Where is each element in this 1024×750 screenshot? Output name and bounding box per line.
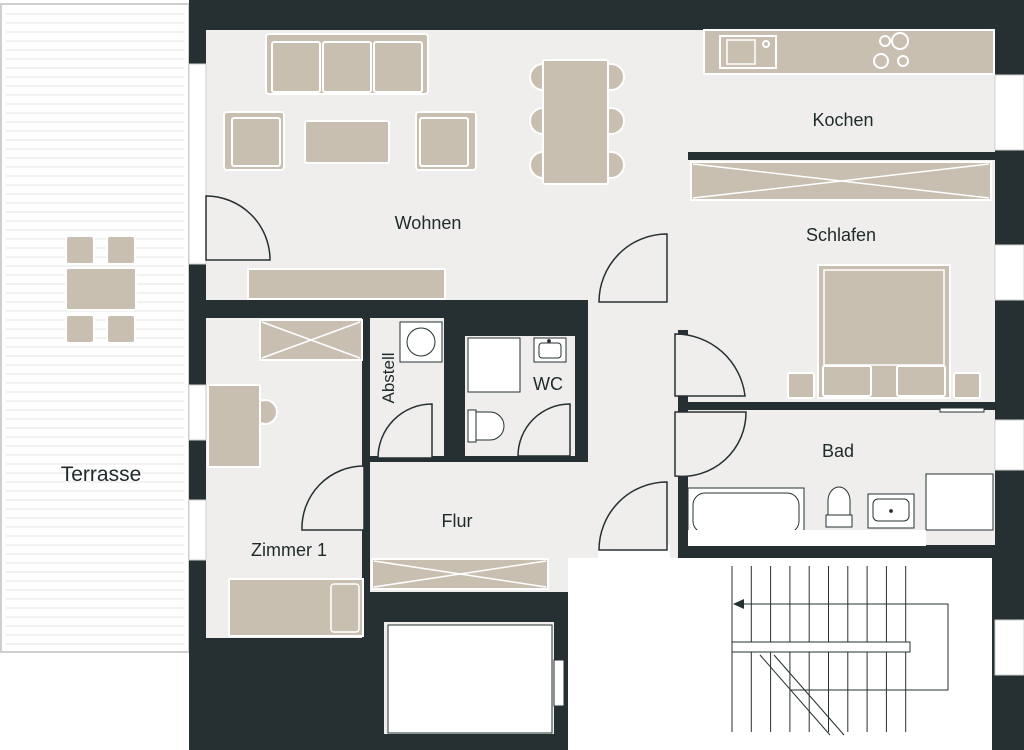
kitchen-counter-icon [703, 29, 995, 75]
room-labels: Terrasse Wohnen Kochen Schlafen WC Bad F… [61, 110, 876, 560]
label-wohnen: Wohnen [395, 213, 462, 233]
toilet-bad-icon [825, 486, 853, 528]
bed-icon [787, 264, 981, 399]
dining-table-icon [529, 59, 625, 185]
label-wc: WC [533, 374, 563, 394]
wc-cabinet-icon [467, 337, 521, 393]
bad-counter-icon [688, 530, 926, 546]
doors [205, 195, 747, 551]
bad-cabinet-icon [925, 473, 994, 531]
label-abstell: Abstell [379, 352, 398, 403]
furniture [207, 29, 995, 637]
toilet-icon [467, 409, 505, 443]
sideboard-icon [247, 268, 446, 300]
label-terrasse: Terrasse [61, 463, 142, 486]
label-kochen: Kochen [812, 110, 873, 130]
single-bed-icon [228, 578, 364, 637]
sofa-icon [265, 33, 429, 95]
terrace [0, 3, 190, 653]
desk-icon [207, 384, 278, 468]
storage-lower-icon [387, 624, 565, 734]
sink-icon [533, 337, 567, 363]
label-schlafen: Schlafen [806, 225, 876, 245]
washing-machine-icon [399, 321, 443, 363]
wardrobe-zimmer1-icon [259, 319, 363, 361]
windows [188, 63, 1024, 676]
sanitary [387, 321, 994, 734]
sink-bad-icon [867, 493, 915, 529]
label-bad: Bad [822, 441, 854, 461]
armchair-icon [223, 111, 477, 171]
label-zimmer1: Zimmer 1 [251, 540, 327, 560]
wardrobe-icon [690, 161, 992, 201]
stairwell [568, 545, 992, 750]
terrace-table-set [65, 235, 137, 344]
towel-rail-icon [939, 407, 985, 413]
stair-handrail [731, 603, 949, 736]
wardrobe-flur-icon [371, 558, 549, 590]
coffee-table-icon [304, 120, 390, 164]
label-flur: Flur [442, 511, 473, 531]
stair-arrow-icon [733, 599, 744, 609]
